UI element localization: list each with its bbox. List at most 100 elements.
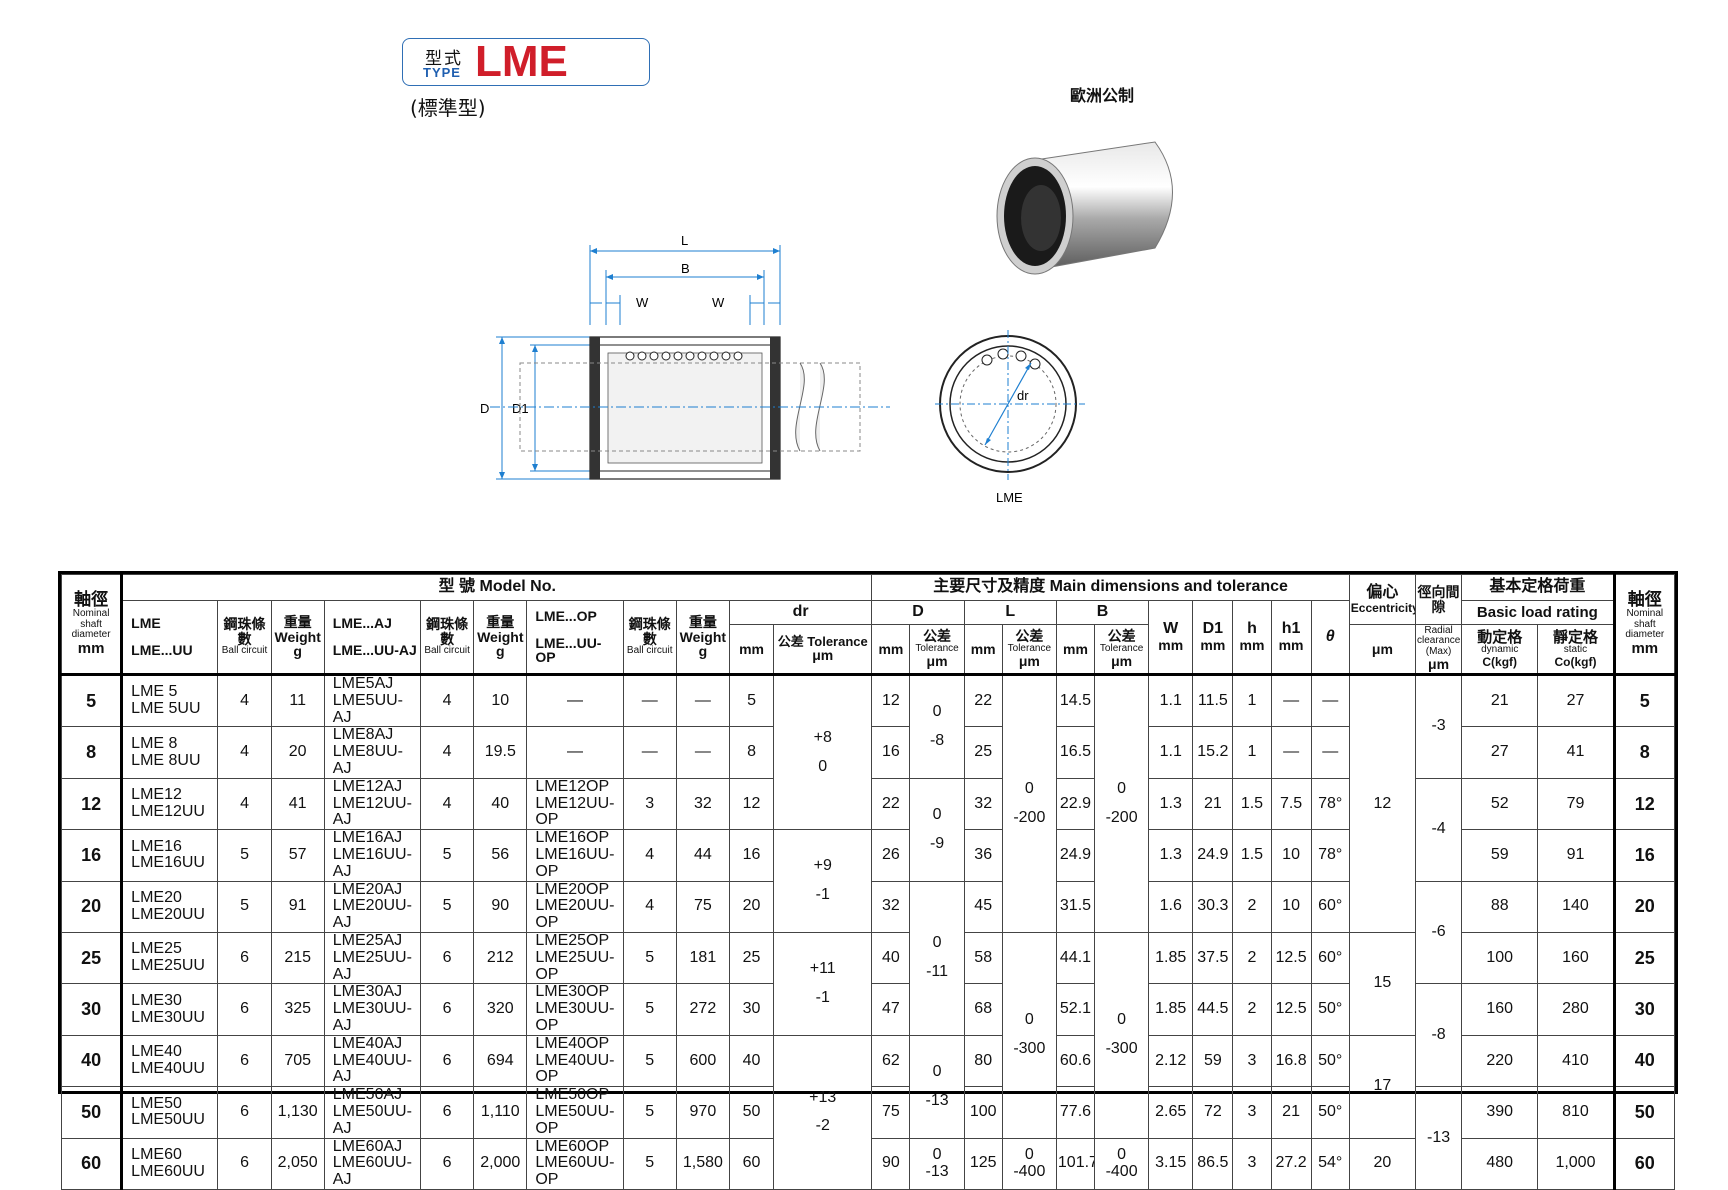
model-op-name: LME50OP (535, 1086, 610, 1104)
th-shaft-unit: mm (77, 639, 105, 657)
dr-tolerance-cell: +9-1 (773, 829, 873, 933)
weight: 32 (675, 777, 730, 831)
model-op-name: LME20OP (535, 881, 610, 898)
dr-value: 12 (728, 777, 775, 831)
ball-circuit: — (622, 673, 677, 728)
th-load-zh: 基本定格荷重 (1489, 578, 1586, 596)
th-ball-en-3: Ball circuit (626, 645, 673, 657)
L-value: 125 (963, 1137, 1003, 1190)
dr-tol-upper: +13 (809, 1088, 837, 1106)
th-shaft-en: Nominal shaft diameter (71, 608, 111, 641)
static-load: 1,000 (1537, 1137, 1615, 1190)
weight: — (675, 673, 730, 728)
weight: 44 (675, 829, 730, 882)
dynamic-load: 100 (1461, 931, 1539, 985)
D1-value: 59 (1192, 1034, 1234, 1088)
th-dr-tol-unit: μm (812, 647, 834, 664)
ball-circuit: 5 (217, 880, 272, 933)
model-op: — (526, 673, 624, 728)
weight: 705 (270, 1034, 325, 1088)
th-B-tol-zh: 公差 (1107, 628, 1136, 645)
L-tolerance-cell: 0-300 (1001, 931, 1057, 1139)
th-rad-unit: μm (1428, 656, 1450, 673)
shaft-diameter: 30 (60, 983, 124, 1036)
model-lme-uu-name: LME60UU (131, 1162, 205, 1180)
weight: 1,110 (473, 1086, 528, 1139)
dim-label-L: L (681, 233, 688, 248)
ball-circuit: 4 (622, 880, 677, 933)
theta-value: — (1310, 726, 1350, 779)
th-h: h (1247, 620, 1257, 638)
weight: 694 (473, 1034, 528, 1088)
model-aj-name: LME30AJ (332, 983, 403, 1001)
D-tol-upper: 0 (932, 703, 942, 721)
B-value: 44.1 (1055, 931, 1096, 985)
dr-value: 5 (728, 673, 775, 728)
shaft-diameter: 40 (60, 1034, 124, 1088)
th-W-unit: mm (1158, 637, 1184, 654)
model-lme-name: LME12 (131, 786, 182, 804)
shaft-diameter: 20 (60, 880, 124, 933)
model-lme-uu-name: LME16UU (131, 854, 205, 872)
ball-circuit: 4 (217, 777, 272, 831)
static-load: 27 (1537, 673, 1615, 728)
model-lme-uu-name: LME40UU (131, 1059, 205, 1077)
theta-value: 50° (1310, 1034, 1350, 1088)
dr-tolerance-cell: +13-2 (773, 1034, 873, 1190)
ball-circuit: 6 (217, 1034, 272, 1088)
th-B-mm: mm (1055, 624, 1096, 676)
th-lme-uu-aj: LME...UU-AJ (332, 642, 417, 658)
model-op-uu-name: LME16UU-OP (535, 845, 615, 880)
D-tol-upper: 0 (932, 805, 942, 823)
model-lme-name: LME25 (131, 940, 182, 958)
ball-circuit: 6 (420, 983, 475, 1036)
shaft-diameter-right: 50 (1612, 1086, 1676, 1139)
th-L-tol-en: Tolerance (1007, 642, 1051, 654)
L-tol-upper: 0 (1024, 1011, 1034, 1029)
B-tolerance-cell: 0-200 (1094, 674, 1150, 933)
h-value: 1.5 (1232, 829, 1272, 882)
th-B: B (1055, 600, 1150, 625)
model-aj-name: LME20AJ (332, 881, 403, 898)
th-sta-en: static (1563, 644, 1588, 656)
model-aj-uu-name: LME16UU-AJ (332, 845, 412, 880)
B-tol-lower: -300 (1105, 1040, 1138, 1058)
th-dyn-zh: 動定格 (1477, 628, 1523, 646)
model-op-uu-name: LME25UU-OP (535, 948, 615, 983)
theta-value: 78° (1310, 829, 1350, 882)
D-tol-upper: 0 (932, 934, 942, 952)
th-B-tol-unit: μm (1111, 653, 1133, 670)
W-value: 1.3 (1148, 829, 1194, 882)
static-load: 810 (1537, 1086, 1615, 1139)
th-L: L (963, 600, 1057, 625)
th-weight-en-1: Weight (274, 628, 321, 645)
th-D: D (871, 600, 965, 625)
static-load: 91 (1537, 829, 1615, 882)
dynamic-load: 88 (1461, 880, 1539, 933)
model-lme-name: LME20 (131, 888, 182, 906)
model-lme-uu-name: LME30UU (131, 1008, 205, 1026)
th-weight-unit-3: g (698, 643, 708, 660)
end-view-label: LME (996, 490, 1023, 505)
model-op-uu-name: LME12UU-OP (535, 794, 615, 829)
D1-value: 21 (1192, 777, 1234, 831)
D1-value: 11.5 (1192, 673, 1234, 728)
B-tolerance-cell: 0-300 (1094, 931, 1150, 1139)
type-box: 型式 TYPE LME (402, 37, 650, 86)
th-lme-aj: LME...AJ (332, 615, 392, 632)
model-lme-name: LME30 (131, 991, 182, 1009)
model-aj-name: LME40AJ (332, 1035, 403, 1052)
